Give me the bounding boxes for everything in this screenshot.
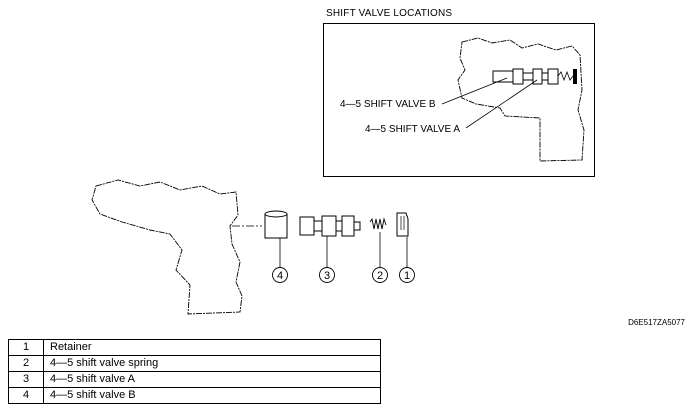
inset-frame xyxy=(323,23,595,177)
legend-row: 4 4—5 shift valve B xyxy=(8,387,381,404)
callout-number-1: 1 xyxy=(404,270,410,282)
legend-number: 3 xyxy=(8,371,44,388)
figure-code: D6E517ZA5077 xyxy=(628,318,685,327)
legend-number: 4 xyxy=(8,387,44,404)
callout-number-2: 2 xyxy=(377,270,383,282)
legend-text: 4—5 shift valve B xyxy=(43,387,381,404)
inset-title: SHIFT VALVE LOCATIONS xyxy=(326,8,453,19)
legend-number: 2 xyxy=(8,355,44,372)
legend-row: 1 Retainer xyxy=(8,339,381,356)
legend-number: 1 xyxy=(8,339,44,356)
legend-text: 4—5 shift valve spring xyxy=(43,355,381,372)
callout-circle-2 xyxy=(372,267,388,283)
legend-row: 3 4—5 shift valve A xyxy=(8,371,381,388)
callout-circle-1 xyxy=(399,267,415,283)
legend-text: 4—5 shift valve A xyxy=(43,371,381,388)
legend-text: Retainer xyxy=(43,339,381,356)
callout-circle-3 xyxy=(319,267,335,283)
callout-number-4: 4 xyxy=(277,270,283,282)
parts-legend-table: 1 Retainer 2 4—5 shift valve spring 3 4—… xyxy=(8,339,381,404)
legend-row: 2 4—5 shift valve spring xyxy=(8,355,381,372)
label-shift-valve-a: 4—5 SHIFT VALVE A xyxy=(365,124,461,135)
callout-circle-4 xyxy=(272,267,288,283)
callout-number-3: 3 xyxy=(324,270,330,282)
label-shift-valve-b: 4—5 SHIFT VALVE B xyxy=(340,99,436,110)
